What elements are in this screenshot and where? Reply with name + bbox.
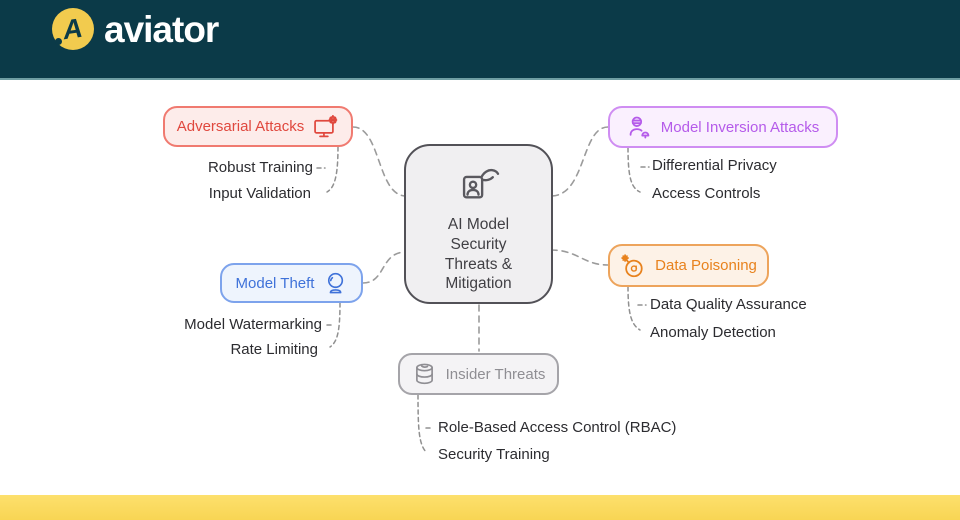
footer-accent-bar	[0, 495, 960, 520]
logo-letter: A	[61, 12, 85, 45]
database-icon	[412, 362, 437, 386]
crystal-ball-icon	[323, 271, 347, 295]
node-label: Adversarial Attacks	[176, 118, 305, 135]
connector-poisoning-center	[550, 249, 609, 266]
center-node[interactable]: AI Model Security Threats & Mitigation	[404, 144, 553, 304]
hand-id-badge-icon	[457, 164, 501, 209]
child-security-training[interactable]: Security Training	[438, 446, 550, 463]
center-title-line: Threats &	[444, 255, 513, 273]
monitor-gear-icon	[313, 115, 339, 138]
connector-inversion-children	[627, 147, 641, 193]
logo-circle-icon: A	[52, 8, 94, 50]
child-input-validation[interactable]: Input Validation	[208, 185, 311, 202]
connector-poisoning-children	[627, 286, 641, 331]
bomb-icon	[620, 253, 646, 278]
connector-adversarial-center	[352, 126, 407, 197]
node-model-theft[interactable]: Model Theft	[220, 263, 363, 303]
connector-insider-children	[417, 394, 427, 453]
connector-theft-center	[362, 251, 407, 284]
child-data-quality-assurance[interactable]: Data Quality Assurance	[650, 296, 807, 313]
logo-dot	[55, 38, 62, 45]
connector-theft-children	[329, 302, 341, 348]
brand-logo[interactable]: A aviator	[52, 8, 219, 50]
node-label: Data Poisoning	[655, 257, 757, 274]
child-differential-privacy[interactable]: Differential Privacy	[652, 157, 777, 174]
child-anomaly-detection[interactable]: Anomaly Detection	[650, 324, 776, 341]
node-label: Model Inversion Attacks	[660, 118, 820, 136]
node-label: Insider Threats	[445, 365, 546, 383]
child-access-controls[interactable]: Access Controls	[652, 185, 761, 202]
node-model-inversion-attacks[interactable]: Model Inversion Attacks	[608, 106, 838, 148]
node-insider-threats[interactable]: Insider Threats	[398, 353, 559, 395]
child-model-watermarking[interactable]: Model Watermarking	[184, 316, 322, 333]
center-title-line: Mitigation	[445, 275, 512, 293]
node-adversarial-attacks[interactable]: Adversarial Attacks	[163, 106, 353, 147]
child-rate-limiting[interactable]: Rate Limiting	[230, 341, 318, 358]
center-title-line: AI Model	[447, 216, 510, 233]
child-rbac[interactable]: Role-Based Access Control (RBAC)	[438, 419, 677, 436]
brand-wordmark: aviator	[104, 8, 219, 50]
connector-adversarial-children	[326, 146, 339, 193]
center-title: AI Model Security Threats & Mitigation	[445, 215, 512, 294]
node-data-poisoning[interactable]: Data Poisoning	[608, 244, 769, 287]
child-robust-training[interactable]: Robust Training	[207, 159, 313, 176]
center-title-line: Security	[450, 235, 507, 253]
connector-inversion-center	[550, 126, 609, 197]
app-header: A aviator	[0, 0, 960, 80]
node-label: Model Theft	[235, 274, 315, 292]
person-bell-icon	[627, 115, 652, 139]
